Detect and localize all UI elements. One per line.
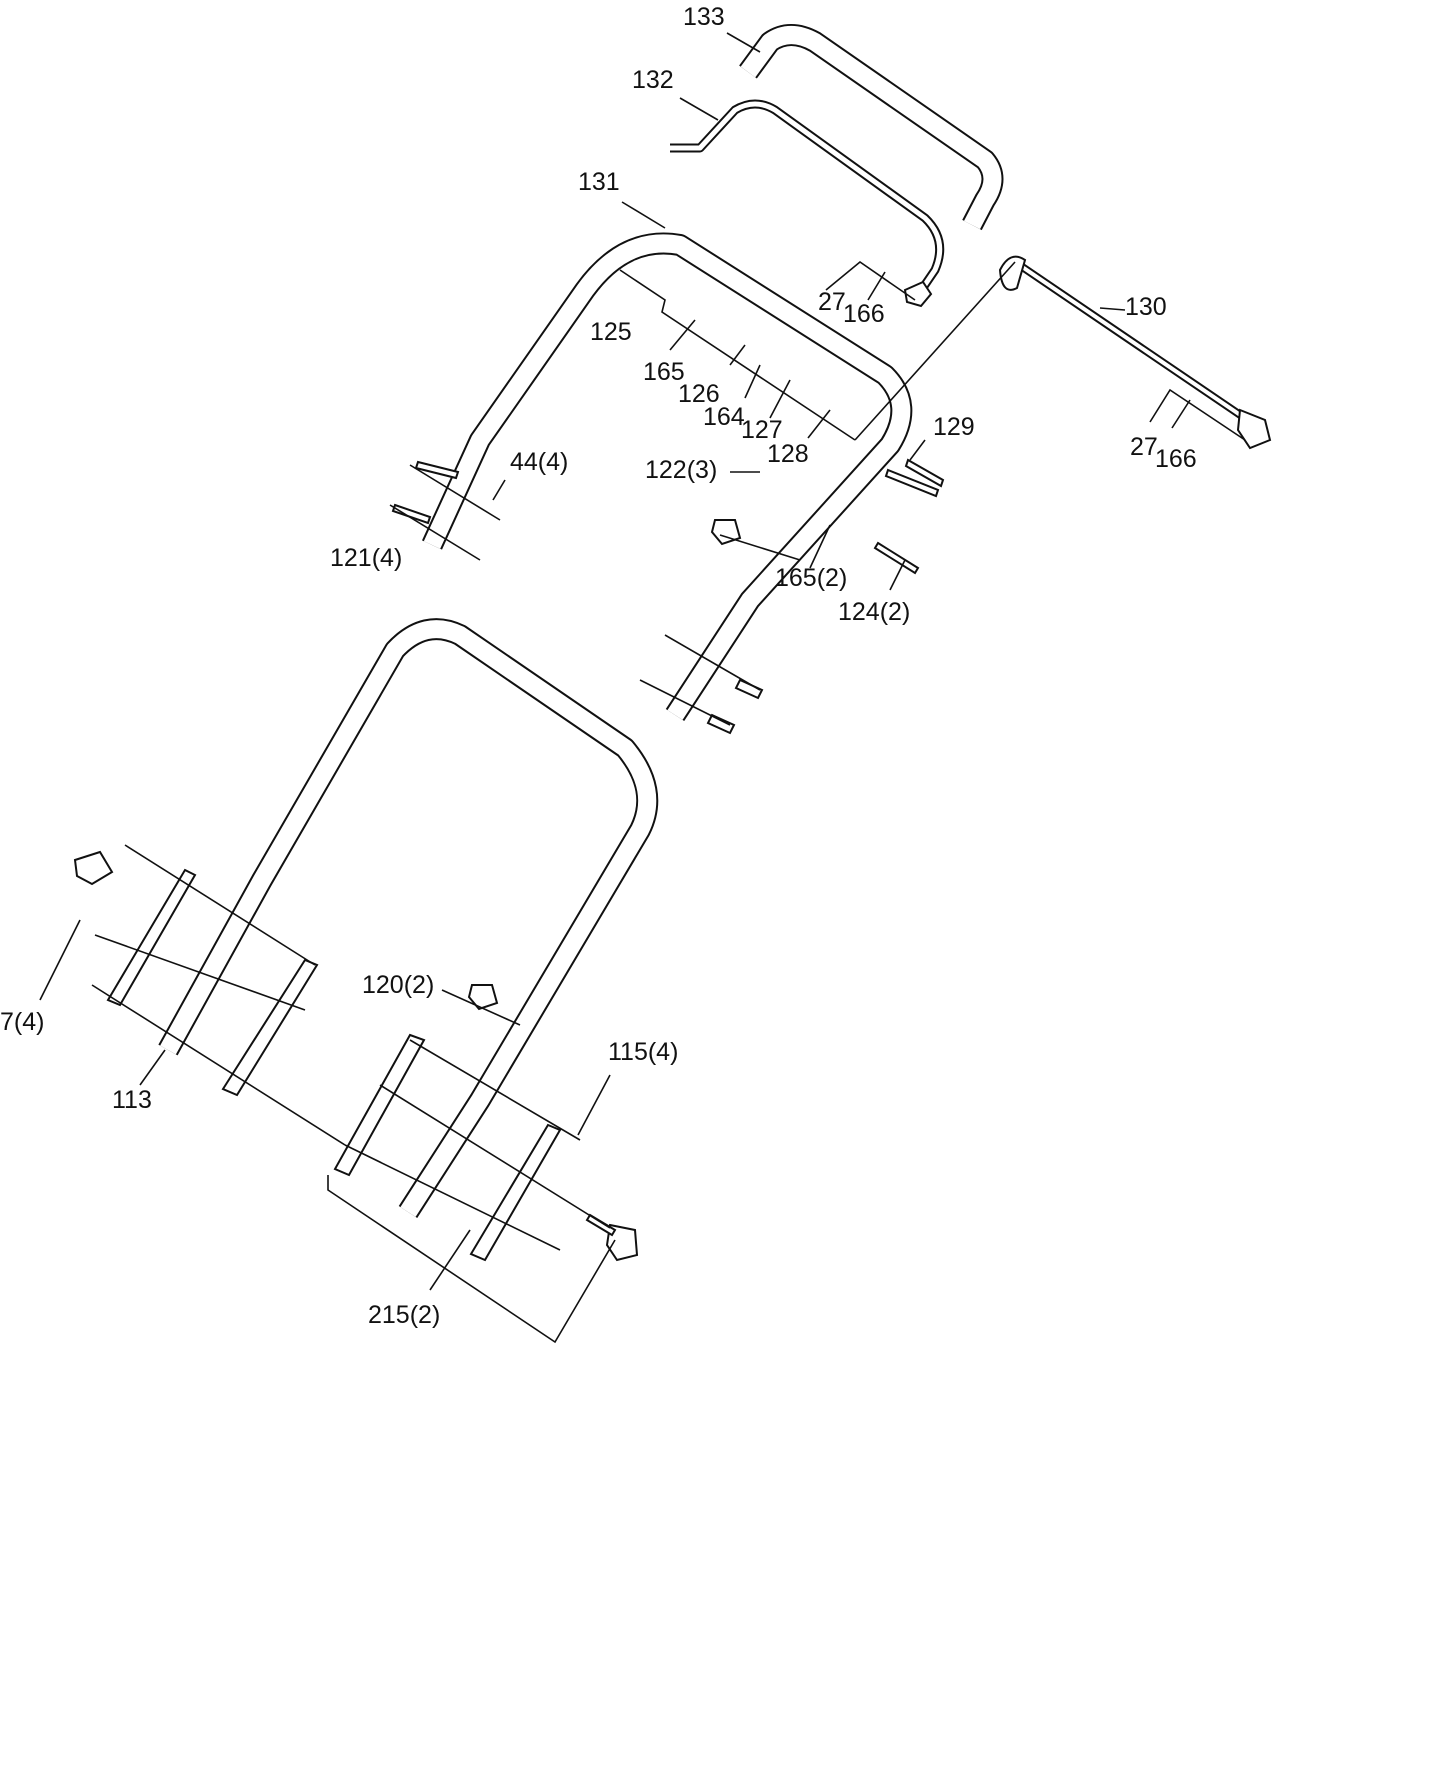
part-113-lower-handle <box>158 618 659 1218</box>
label-131: 131 <box>578 168 620 196</box>
label-164: 164 <box>703 403 745 431</box>
callout-labels: 133 132 131 125 165 126 164 127 128 122(… <box>0 3 1197 1329</box>
leader-lines <box>39 32 1246 1344</box>
label-165-2: 165(2) <box>775 564 847 592</box>
label-27-upper: 27 <box>818 288 846 316</box>
label-113: 113 <box>112 1086 152 1114</box>
bolts <box>391 458 945 1237</box>
label-115: 115(4) <box>608 1038 678 1066</box>
part-133-grip <box>739 24 1004 231</box>
label-121: 121(4) <box>330 544 402 572</box>
label-166-right: 166 <box>1155 445 1197 473</box>
label-44: 44(4) <box>510 448 568 476</box>
part-130-control-rod <box>998 255 1272 450</box>
label-132: 132 <box>632 66 674 94</box>
label-120: 120(2) <box>362 971 434 999</box>
part-131-upper-handle <box>421 232 913 722</box>
label-124: 124(2) <box>838 598 910 626</box>
label-128: 128 <box>767 440 809 468</box>
label-126: 126 <box>678 380 720 408</box>
label-7: 7(4) <box>0 1008 44 1036</box>
part-132-bail-wire <box>670 99 945 308</box>
label-27-right: 27 <box>1130 433 1158 461</box>
label-165: 165 <box>643 358 685 386</box>
brackets <box>73 519 742 1262</box>
label-133: 133 <box>683 3 725 31</box>
label-122: 122(3) <box>645 456 717 484</box>
label-125: 125 <box>590 318 632 346</box>
label-129: 129 <box>933 413 975 441</box>
label-215: 215(2) <box>368 1301 440 1329</box>
label-166-upper: 166 <box>843 300 885 328</box>
label-127: 127 <box>741 416 783 444</box>
label-130: 130 <box>1125 293 1167 321</box>
